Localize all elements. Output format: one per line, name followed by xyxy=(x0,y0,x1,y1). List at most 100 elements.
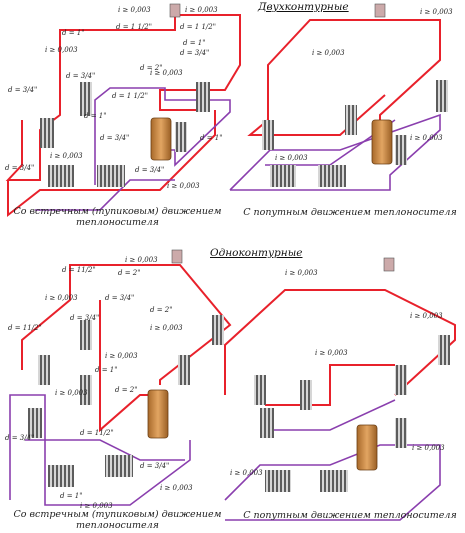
radiator xyxy=(270,165,296,187)
slope-label: i ≥ 0,003 xyxy=(230,469,263,477)
slope-label: i ≥ 0,003 xyxy=(150,69,183,77)
scheme-one-pipe-parallel: i ≥ 0,003 i ≥ 0,003 i ≥ 0,003 i ≥ 0,003 … xyxy=(224,257,456,521)
pipe-diameter-label: d = 3/4" xyxy=(100,134,129,142)
caption-bottom-right: С попутным движением теплоносителя xyxy=(243,510,457,521)
pipe-diameter-label: d = 1" xyxy=(84,112,106,120)
slope-label: i ≥ 0,003 xyxy=(185,6,218,14)
radiator xyxy=(260,408,274,438)
radiator xyxy=(48,165,74,187)
radiator xyxy=(320,470,348,492)
pipe-diameter-label: d = 1" xyxy=(183,39,205,47)
slope-label: i ≥ 0,003 xyxy=(275,154,308,162)
pipe-diameter-label: d = 3/4" xyxy=(70,314,99,322)
caption-bottom-left: Со встречным (тупиковым) движением тепло… xyxy=(13,509,222,531)
slope-label: i ≥ 0,003 xyxy=(160,484,193,492)
radiator xyxy=(48,465,74,487)
pipe-diameter-label: d = 2" xyxy=(115,386,137,394)
return-floor-pipe xyxy=(25,439,185,461)
slope-label: i ≥ 0,003 xyxy=(150,324,183,332)
pipe-diameter-label: d = 1" xyxy=(200,134,222,142)
pipe-diameter-label: d = 1" xyxy=(95,366,117,374)
slope-label: i ≥ 0,003 xyxy=(125,256,158,264)
slope-label: i ≥ 0,003 xyxy=(167,182,200,190)
pipe-diameter-label: d = 2" xyxy=(140,64,162,72)
pipe-diameter-label: d = 2" xyxy=(118,269,140,277)
slope-label: i ≥ 0,003 xyxy=(315,349,348,357)
pipe-diameter-label: d = 3/4" xyxy=(66,72,95,80)
boiler xyxy=(150,117,172,161)
slope-label: i ≥ 0,003 xyxy=(55,389,88,397)
slope-label: i ≥ 0,003 xyxy=(410,312,443,320)
supply-main-pipe xyxy=(267,19,441,120)
pipe-diameter-label: d = 11/2" xyxy=(80,429,114,437)
supply-branch-pipe xyxy=(265,364,395,406)
section-title-one-pipe: Одноконтурные xyxy=(210,247,303,259)
radiator xyxy=(265,470,291,492)
pipe-diameter-label: d = 3/4" xyxy=(105,294,134,302)
radiator xyxy=(254,375,266,405)
slope-label: i ≥ 0,003 xyxy=(285,269,318,277)
radiator xyxy=(345,105,357,135)
expansion-tank xyxy=(171,249,183,264)
supply-main-pipe xyxy=(5,14,241,181)
scheme-one-pipe-dead-end: i ≥ 0,003 d = 11/2" d = 2" i ≥ 0,003 d =… xyxy=(5,249,232,510)
return-main-pipe xyxy=(9,394,191,506)
radiator xyxy=(40,118,54,148)
pipe-diameter-label: d = 3/4" xyxy=(135,166,164,174)
radiator xyxy=(80,320,92,350)
radiator xyxy=(395,135,407,165)
return-floor-pipe xyxy=(265,399,396,431)
pipe-diameter-label: d = 1 1/2" xyxy=(112,92,148,100)
return-main-pipe xyxy=(224,444,441,521)
pipe-diameter-label: d = 11/2" xyxy=(8,324,42,332)
radiator xyxy=(395,365,407,395)
pipe-diameter-label: d = 3/4" xyxy=(180,49,209,57)
radiator xyxy=(175,122,187,152)
expansion-tank xyxy=(383,257,395,272)
supply-main-pipe xyxy=(224,289,456,396)
pipe-diameter-label: d = 1" xyxy=(62,29,84,37)
pipe-diameter-label: d = 1" xyxy=(60,492,82,500)
radiator xyxy=(212,315,224,345)
slope-label: i ≥ 0,003 xyxy=(410,134,443,142)
slope-label: i ≥ 0,003 xyxy=(50,152,83,160)
pipe-diameter-label: d = 11/2" xyxy=(62,266,96,274)
boiler xyxy=(147,389,169,439)
slope-label: i ≥ 0,003 xyxy=(118,6,151,14)
return-floor-pipe xyxy=(35,179,175,211)
supply-main-pipe xyxy=(21,264,232,385)
slope-label: i ≥ 0,003 xyxy=(105,352,138,360)
caption-top-right: С попутным движением теплоносителя xyxy=(243,207,457,218)
radiator xyxy=(262,120,274,150)
radiator xyxy=(105,455,133,477)
slope-label: i ≥ 0,003 xyxy=(45,294,78,302)
pipe-diameter-label: d = 3/4" xyxy=(5,434,34,442)
supply-branch-pipe xyxy=(7,110,216,218)
radiator xyxy=(196,82,210,112)
section-title-two-pipe: Двухконтурные xyxy=(258,1,349,13)
radiator xyxy=(38,355,50,385)
scheme-two-pipe-parallel: i ≥ 0,003 i ≥ 0,003 i ≥ 0,003 i ≥ 0,003 xyxy=(229,3,453,191)
boiler xyxy=(356,424,378,471)
pipe-diameter-label: d = 1 1/2" xyxy=(116,23,152,31)
slope-label: i ≥ 0,003 xyxy=(45,46,78,54)
pipe-diameter-label: d = 1 1/2" xyxy=(180,23,216,31)
pipe-diameter-label: d = 3/4" xyxy=(5,164,34,172)
slope-label: i ≥ 0,003 xyxy=(312,49,345,57)
pipe-diameter-label: d = 3/4" xyxy=(8,86,37,94)
expansion-tank xyxy=(169,3,181,18)
supply-branch-pipe xyxy=(247,94,386,136)
slope-label: i ≥ 0,003 xyxy=(412,444,445,452)
radiator xyxy=(80,375,92,405)
radiator xyxy=(436,80,448,112)
radiator xyxy=(395,418,407,448)
radiator xyxy=(318,165,346,187)
radiator xyxy=(97,165,125,187)
boiler xyxy=(371,119,393,165)
slope-label: i ≥ 0,003 xyxy=(420,8,453,16)
pipe-diameter-label: d = 3/4" xyxy=(140,462,169,470)
pipe-diameter-label: d = 2" xyxy=(150,306,172,314)
radiator xyxy=(80,82,92,116)
radiator xyxy=(28,408,42,438)
